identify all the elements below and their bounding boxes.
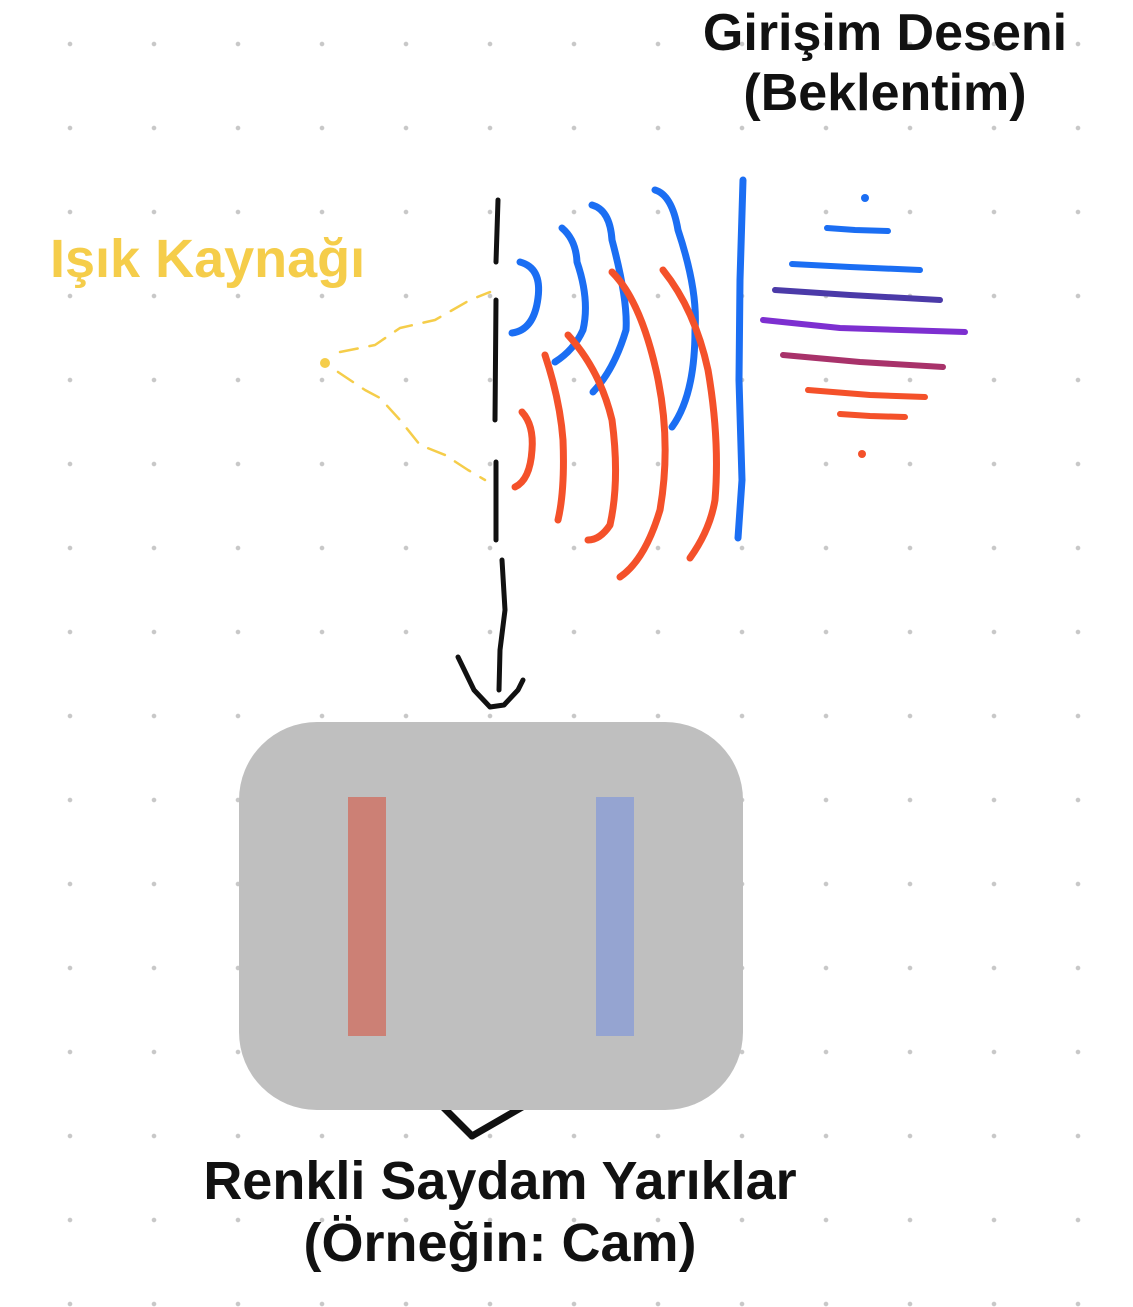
slits-label: Renkli Saydam Yarıklar (Örneğin: Cam) [120,1150,880,1274]
fringe-dot-top [861,194,869,202]
barrier [455,197,526,710]
red-wave-2 [541,351,567,524]
fringe-3 [772,287,943,303]
fringe-4 [760,317,968,335]
light-source-rays [320,290,492,482]
light-source-label: Işık Kaynağı [50,229,366,289]
red-wave-4 [608,268,669,581]
fringe-2 [789,261,923,273]
red-wave-5 [659,266,720,562]
interference-pattern-label-line2: (Beklentim) [743,63,1027,122]
light-source-point [320,358,330,368]
red-wave-1 [511,408,536,491]
slits-label-line1: Renkli Saydam Yarıklar [203,1151,797,1211]
slits-label-line2: (Örneğin: Cam) [303,1213,697,1274]
blue-wave-1 [508,258,543,337]
interference-pattern [760,194,968,458]
interference-pattern-label-line1: Girişim Deseni [702,4,1068,62]
fringe-5 [780,352,946,370]
barrier-segment-top [493,197,501,265]
interference-pattern-label: Girişim Deseni (Beklentim) [660,4,1110,124]
red-wavefronts [511,266,720,581]
light-ray-lower-outer [336,370,487,482]
blue-wave-5 [734,176,747,542]
blue-wave-3 [588,201,630,396]
blue-wave-4 [651,186,699,431]
barrier-arrow-shaft [496,557,508,693]
light-ray-upper-outer [338,290,492,354]
fringe-1 [824,225,891,234]
fringe-6 [805,387,928,400]
blue-wavefronts [508,176,747,542]
blue-wave-2 [551,224,589,366]
slit-blue [596,797,634,1036]
fringe-dot-bottom [858,450,866,458]
barrier-segment-middle [492,297,499,423]
slit-red [348,797,386,1036]
slit-panel [239,722,743,1110]
fringe-7 [837,411,908,420]
barrier-arrow-head [455,654,526,710]
red-wave-3 [564,331,620,544]
